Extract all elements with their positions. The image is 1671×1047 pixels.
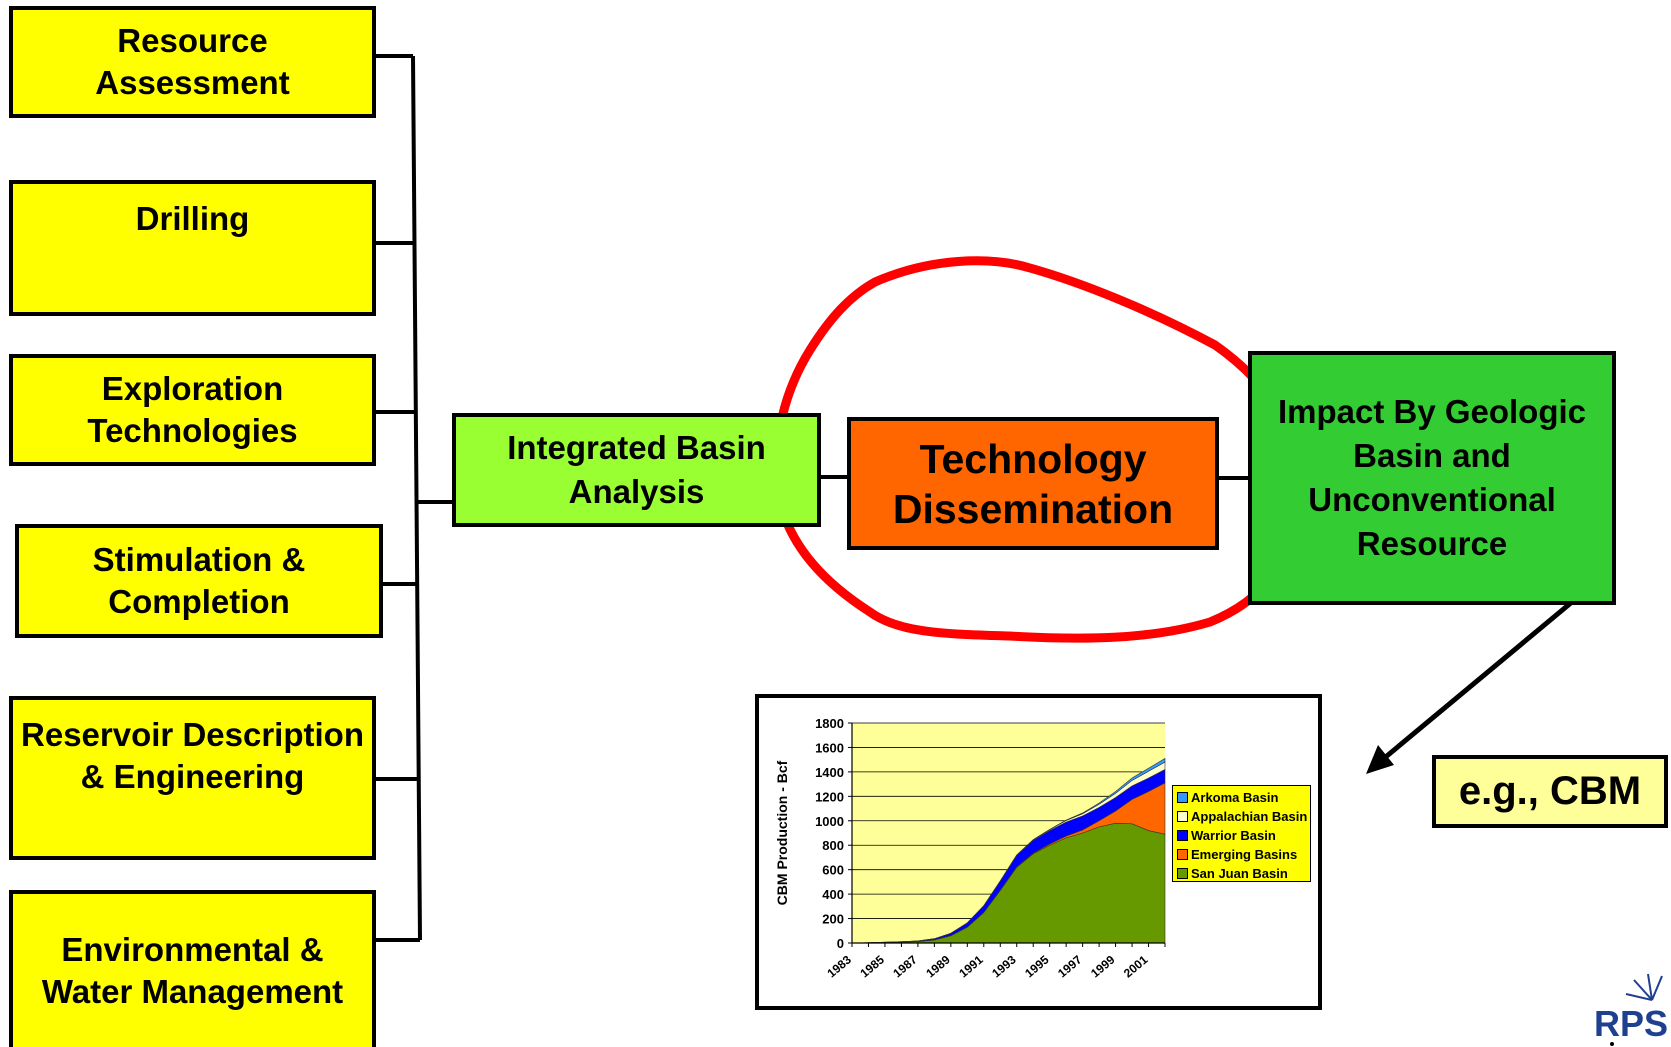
legend-item: Arkoma Basin — [1177, 788, 1310, 807]
environmental-water-box: Environmental & Water Management — [9, 890, 376, 1047]
integrated-basin-analysis-box: Integrated Basin Analysis — [452, 413, 821, 527]
arrow-head — [1366, 745, 1394, 774]
legend-swatch — [1177, 792, 1188, 803]
integrated-basin-analysis-label: Integrated Basin Analysis — [507, 429, 766, 510]
impact-by-basin-label: Impact By Geologic Basin and Unconventio… — [1277, 393, 1587, 562]
bracket-spine — [411, 55, 422, 941]
reservoir-description-label: Reservoir Description & Engineering — [21, 716, 364, 795]
legend-label: Arkoma Basin — [1191, 790, 1279, 805]
legend-swatch — [1177, 811, 1188, 822]
rps-logo: RPS — [1594, 973, 1668, 1046]
legend-label: Appalachian Basin — [1191, 809, 1308, 824]
legend-item: Appalachian Basin — [1177, 807, 1310, 826]
stimulation-completion-label: Stimulation & Completion — [92, 541, 306, 620]
reservoir-description-box: Reservoir Description & Engineering — [9, 696, 376, 860]
exploration-technologies-label: Exploration Technologies — [87, 370, 298, 449]
legend-label: Emerging Basins — [1191, 847, 1298, 862]
legend-item: Warrior Basin — [1177, 826, 1310, 845]
technology-dissemination-label: Technology Dissemination — [892, 435, 1174, 532]
exploration-technologies-box: Exploration Technologies — [9, 354, 376, 466]
legend-item: San Juan Basin — [1177, 864, 1310, 883]
legend-swatch — [1177, 868, 1188, 879]
resource-assessment-box: Resource Assessment — [9, 6, 376, 118]
rps-logo-text: RPS — [1594, 1003, 1668, 1044]
legend-swatch — [1177, 849, 1188, 860]
legend-swatch — [1177, 830, 1188, 841]
drilling-box: Drilling — [9, 180, 376, 316]
legend-label: San Juan Basin — [1191, 866, 1288, 881]
legend-label: Warrior Basin — [1191, 828, 1276, 843]
technology-dissemination-box: Technology Dissemination — [847, 417, 1219, 550]
drilling-label: Drilling — [135, 200, 250, 237]
legend-item: Emerging Basins — [1177, 845, 1310, 864]
example-cbm-box: e.g., CBM — [1432, 755, 1668, 828]
environmental-water-label: Environmental & Water Management — [41, 930, 344, 1010]
example-cbm-label: e.g., CBM — [1458, 769, 1642, 813]
arrow-shaft — [1380, 600, 1574, 762]
stimulation-completion-box: Stimulation & Completion — [15, 524, 383, 638]
resource-assessment-label: Resource Assessment — [95, 22, 290, 101]
impact-by-basin-box: Impact By Geologic Basin and Unconventio… — [1248, 351, 1616, 605]
